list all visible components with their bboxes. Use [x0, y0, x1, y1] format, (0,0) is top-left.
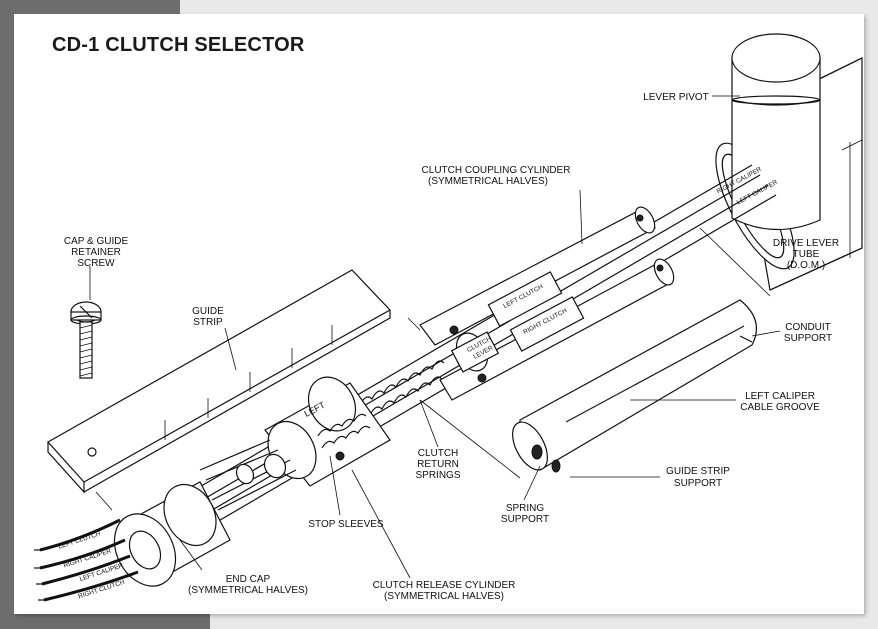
frame-corner-top	[0, 0, 180, 14]
label-end-cap-1: END CAP	[226, 574, 271, 585]
label-clutch-release-1: CLUTCH RELEASE CYLINDER	[373, 580, 516, 591]
label-clutch-return-1: CLUTCH	[418, 448, 459, 459]
label-clutch-return-2: RETURN	[417, 459, 459, 470]
retainer-screw	[70, 301, 102, 379]
label-cap-guide-1: CAP & GUIDE	[64, 236, 129, 247]
label-stop-sleeves: STOP SLEEVES	[308, 519, 384, 530]
label-spring-support-2: SUPPORT	[501, 514, 549, 525]
label-clutch-return-3: SPRINGS	[415, 470, 460, 481]
label-drive-lever-2: TUBE	[793, 249, 820, 260]
cable-label-left-clutch: LEFT CLUTCH	[58, 530, 102, 550]
label-clutch-coupling-1: CLUTCH COUPLING CYLINDER	[422, 165, 571, 176]
frame-corner-bottom	[0, 614, 210, 629]
label-cap-guide-2: RETAINER	[71, 247, 121, 258]
label-guide-strip-support-2: SUPPORT	[674, 478, 722, 489]
label-drive-lever-3: (D.O.M.)	[787, 260, 825, 271]
leader-lines	[89, 95, 851, 579]
label-spring-support-1: SPRING	[506, 503, 545, 514]
label-cap-guide-3: SCREW	[77, 258, 115, 269]
label-conduit-support-1: CONDUIT	[785, 322, 831, 333]
label-guide-strip-support-1: GUIDE STRIP	[666, 466, 730, 477]
label-drive-lever-1: DRIVE LEVER	[773, 238, 839, 249]
label-clutch-coupling-2: (SYMMETRICAL HALVES)	[428, 176, 548, 187]
frame-edge-left	[0, 0, 14, 629]
label-lever-pivot: LEVER PIVOT	[643, 92, 709, 103]
label-clutch-release-2: (SYMMETRICAL HALVES)	[384, 591, 504, 602]
label-end-cap-2: (SYMMETRICAL HALVES)	[188, 585, 308, 596]
clutch-coupling-cylinder	[419, 206, 675, 401]
clutch-return-springs	[359, 360, 445, 416]
stop-sleeves	[199, 439, 297, 511]
callout-labels: LEVER PIVOT CLUTCH COUPLING CYLINDER (SY…	[64, 92, 839, 602]
end-cap	[113, 481, 231, 587]
exit-cables	[34, 518, 139, 602]
label-left-caliper-groove-1: LEFT CALIPER	[745, 391, 815, 402]
label-conduit-support-2: SUPPORT	[784, 333, 832, 344]
caliper-half-cylinder	[512, 299, 758, 473]
label-guide-strip-1: GUIDE	[192, 306, 224, 317]
diagram-title: CD-1 CLUTCH SELECTOR	[52, 34, 305, 56]
label-left-caliper-groove-2: CABLE GROOVE	[740, 402, 820, 413]
label-guide-strip-2: STRIP	[193, 317, 223, 328]
lever-pivot	[731, 33, 821, 231]
guide-strip	[47, 269, 391, 494]
